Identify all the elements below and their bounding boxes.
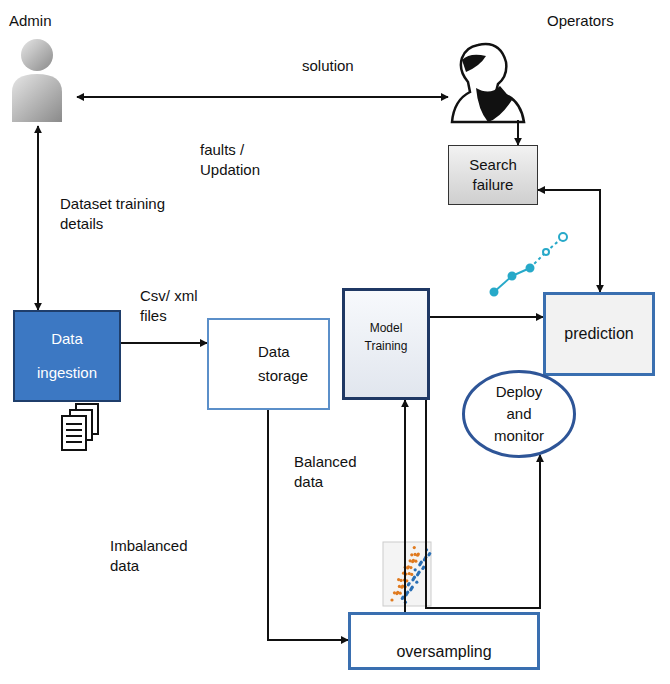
edge-label: Dataset training details bbox=[58, 194, 174, 235]
terminal-ellipse: Deploy and monitor bbox=[462, 370, 576, 458]
edge-label: Balanced data bbox=[292, 452, 376, 493]
connector bbox=[121, 342, 207, 344]
connector bbox=[430, 316, 543, 318]
storage-box: Data storage bbox=[207, 318, 330, 410]
process-box: oversampling bbox=[348, 612, 540, 670]
connector bbox=[77, 96, 448, 98]
node-label: oversampling bbox=[396, 643, 491, 661]
process-box: Search failure bbox=[448, 145, 538, 205]
document-stack-icon bbox=[62, 404, 98, 450]
node-label: Search failure bbox=[449, 155, 537, 196]
connector bbox=[268, 410, 348, 640]
node-label: Admin bbox=[5, 8, 77, 29]
admin-person-icon bbox=[12, 39, 62, 122]
connector bbox=[404, 400, 406, 612]
process-box: Data ingestion bbox=[13, 310, 121, 402]
node-label: Data storage bbox=[258, 340, 320, 388]
node-label: Data ingestion bbox=[32, 322, 102, 390]
scatter-plot-icon bbox=[383, 542, 431, 606]
process-box: Model Training bbox=[342, 288, 430, 400]
operator-person-icon bbox=[452, 44, 524, 122]
node-label: Model Training bbox=[351, 319, 421, 355]
process-box: prediction bbox=[543, 292, 655, 376]
actor-operators: Operators bbox=[445, 8, 625, 126]
edge-label: Csv/ xml files bbox=[138, 286, 204, 327]
node-label: Deploy and monitor bbox=[484, 381, 554, 446]
edge-label: solution bbox=[300, 56, 374, 76]
connector bbox=[517, 120, 519, 145]
node-label: Operators bbox=[445, 8, 625, 29]
annotation-label: faults / Updation bbox=[198, 140, 280, 181]
node-label: prediction bbox=[564, 325, 633, 343]
edge-label: Imbalanced data bbox=[108, 536, 204, 577]
connector bbox=[37, 126, 39, 310]
line-chart-icon bbox=[491, 233, 568, 296]
connector bbox=[538, 190, 600, 292]
actor-admin: Admin bbox=[5, 8, 77, 126]
